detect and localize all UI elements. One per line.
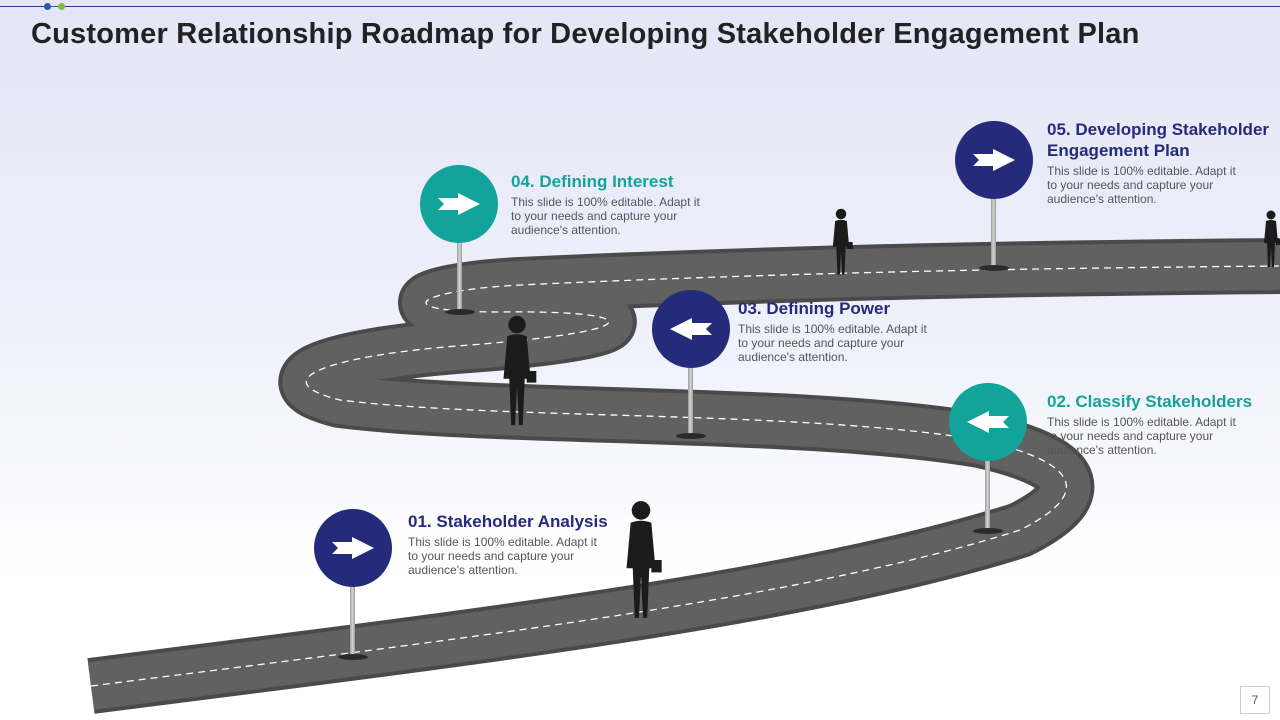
signpost-pole xyxy=(985,459,990,531)
signpost-pole xyxy=(350,585,355,657)
stage-5-sign xyxy=(955,121,1033,199)
stage-1-desc: This slide is 100% editable. Adapt it to… xyxy=(408,535,608,577)
stage-4-text: 04. Defining Interest This slide is 100%… xyxy=(511,171,711,237)
page-number: 7 xyxy=(1240,686,1270,714)
signpost-pole xyxy=(457,240,462,312)
stage-4-desc: This slide is 100% editable. Adapt it to… xyxy=(511,195,711,237)
stage-3-title: 03. Defining Power xyxy=(738,298,938,319)
signpost-base xyxy=(979,265,1009,271)
right-arrow-icon xyxy=(330,537,376,559)
stage-2-text: 02. Classify Stakeholders This slide is … xyxy=(1047,391,1252,457)
signpost-base xyxy=(973,528,1003,534)
stage-5-title-line2: Engagement Plan xyxy=(1047,140,1269,161)
stage-4-title: 04. Defining Interest xyxy=(511,171,711,192)
right-arrow-icon xyxy=(436,193,482,215)
right-arrow-icon xyxy=(971,149,1017,171)
stage-5-desc: This slide is 100% editable. Adapt it to… xyxy=(1047,164,1247,206)
stage-4-sign xyxy=(420,165,498,243)
signpost-pole xyxy=(688,366,693,436)
stage-2-desc: This slide is 100% editable. Adapt it to… xyxy=(1047,415,1247,457)
stage-5-title-line1: 05. Developing Stakeholder xyxy=(1047,119,1269,140)
stage-5-text: 05. Developing Stakeholder Engagement Pl… xyxy=(1047,119,1269,206)
left-arrow-icon xyxy=(965,411,1011,433)
left-arrow-icon xyxy=(668,318,714,340)
signpost-base xyxy=(676,433,706,439)
signpost-base xyxy=(445,309,475,315)
stage-1-title: 01. Stakeholder Analysis xyxy=(408,511,608,532)
signpost-pole xyxy=(991,196,996,268)
signpost-base xyxy=(338,654,368,660)
stage-2-sign xyxy=(949,383,1027,461)
stage-3-text: 03. Defining Power This slide is 100% ed… xyxy=(738,298,938,364)
stage-2-title: 02. Classify Stakeholders xyxy=(1047,391,1252,412)
stage-1-sign xyxy=(314,509,392,587)
stage-3-sign xyxy=(652,290,730,368)
stage-3-desc: This slide is 100% editable. Adapt it to… xyxy=(738,322,938,364)
stage-1-text: 01. Stakeholder Analysis This slide is 1… xyxy=(408,511,608,577)
